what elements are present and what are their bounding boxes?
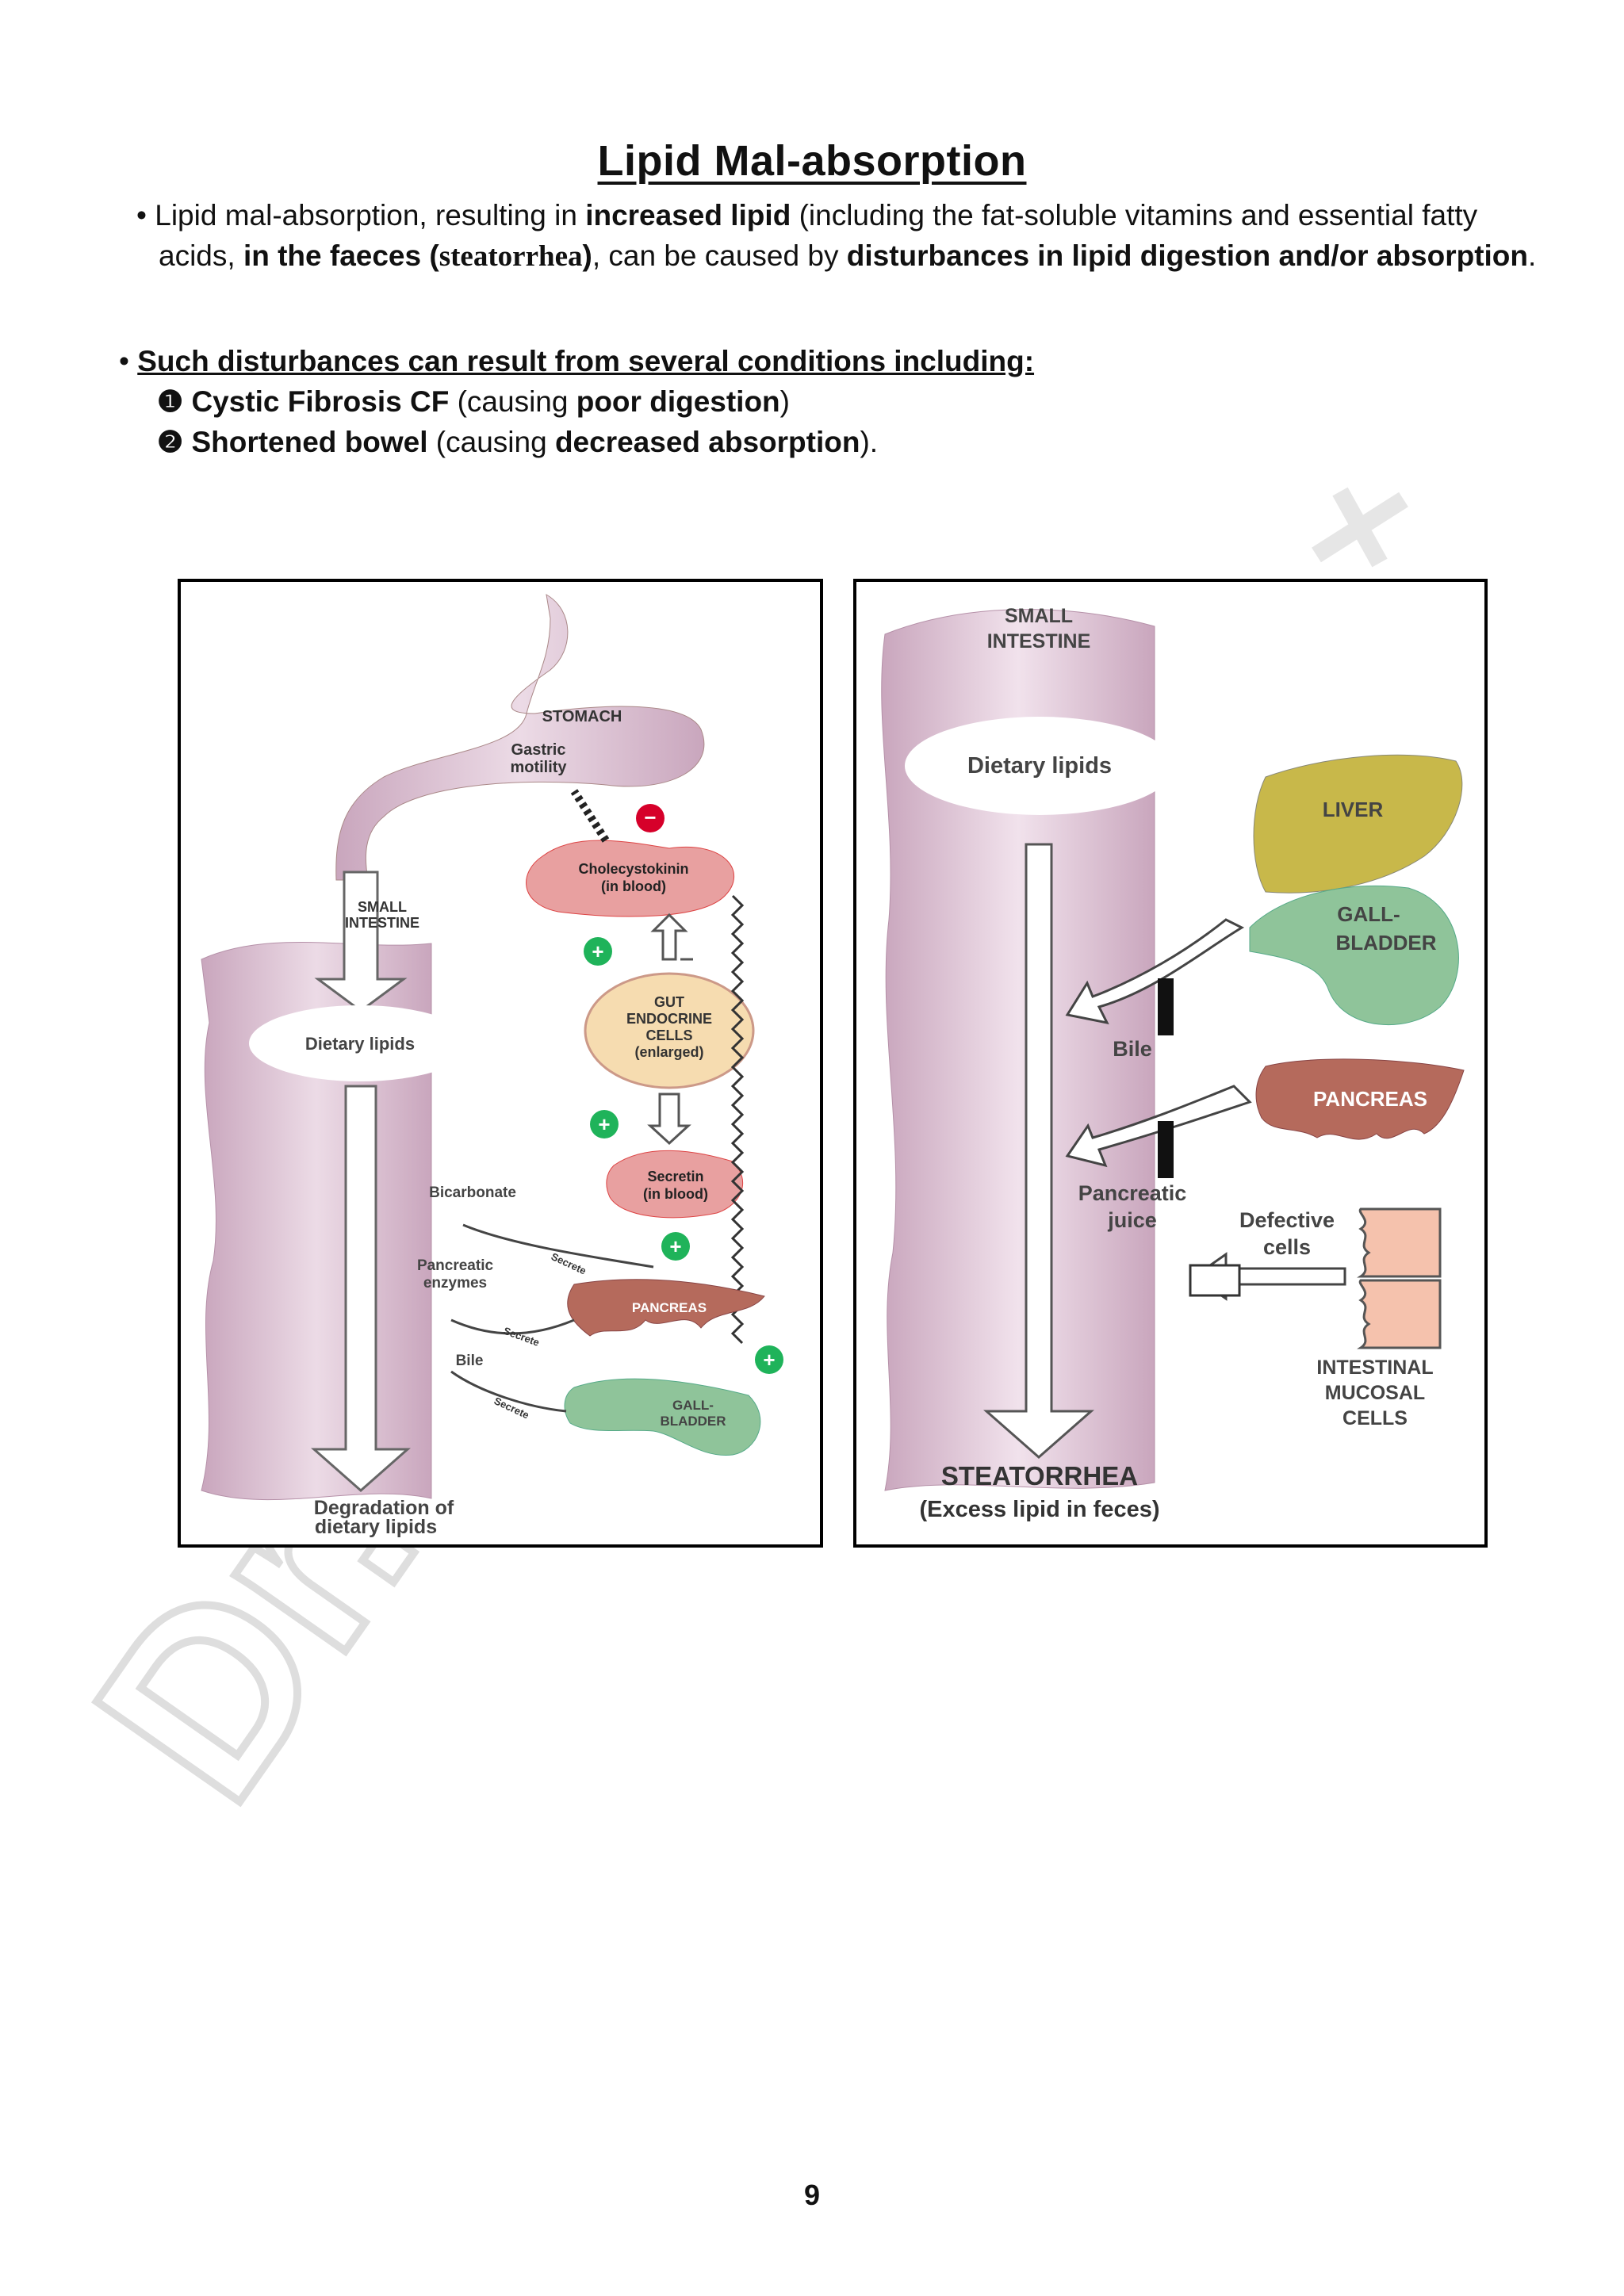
plus-circle: [755, 1345, 783, 1374]
pancreas-shape: [1255, 1058, 1465, 1140]
page-number: 9: [803, 2179, 821, 2211]
svg-text:INTESTINAL: INTESTINAL: [1316, 1357, 1433, 1379]
conditions-section: • Such disturbances can result from seve…: [119, 341, 1515, 462]
svg-text:INTESTINE: INTESTINE: [345, 915, 419, 931]
svg-text:Secrete: Secrete: [502, 1325, 541, 1349]
dietary-lipids-ellipse: [249, 1005, 471, 1081]
gut-endocrine-cells: [584, 972, 755, 1089]
svg-text:PANCREAS: PANCREAS: [1313, 1087, 1427, 1111]
list-item: ❷ Shortened bowel (causing decreased abs…: [157, 426, 879, 458]
svg-text:BLADDER: BLADDER: [660, 1414, 726, 1429]
cck-blob: [526, 840, 734, 917]
list-item: ❶ Cystic Fibrosis CF (causing poor diges…: [157, 385, 790, 418]
stomach-shape: [335, 594, 705, 881]
svg-text:CELLS: CELLS: [1342, 1407, 1408, 1429]
mucosal-cell: [1357, 1207, 1442, 1278]
svg-text:Cholecystokinin: Cholecystokinin: [578, 861, 688, 877]
svg-text:dietary lipids: dietary lipids: [315, 1516, 437, 1538]
stomach-label: STOMACH: [542, 708, 622, 725]
plus-circle: [590, 1110, 619, 1138]
block-bar: [1158, 1121, 1174, 1178]
svg-text:(in blood): (in blood): [601, 878, 666, 894]
defective-box: [1189, 1264, 1241, 1297]
digestion-diagram: STOMACH Gastric motility SMALL INTESTINE…: [178, 579, 823, 1548]
svg-text:(enlarged): (enlarged): [634, 1044, 703, 1060]
svg-text:ENDOCRINE: ENDOCRINE: [626, 1011, 712, 1027]
svg-text:Degradation of: Degradation of: [314, 1497, 454, 1519]
intro-paragraph: • Lipid mal-absorption, resulting in inc…: [136, 199, 1537, 273]
svg-text:Pancreatic: Pancreatic: [1078, 1181, 1187, 1205]
watermark-cross: [1312, 487, 1408, 568]
svg-text:(Excess lipid in feces): (Excess lipid in feces): [919, 1497, 1159, 1522]
svg-text:cells: cells: [1263, 1235, 1311, 1259]
secrete-arrow: [450, 1370, 567, 1413]
page-title: Lipid Mal-absorption: [597, 137, 1027, 185]
mucosal-cell: [1357, 1279, 1442, 1349]
svg-text:Bile: Bile: [1113, 1037, 1152, 1061]
svg-text:+: +: [598, 1112, 610, 1136]
svg-text:Bile: Bile: [456, 1353, 484, 1369]
small-intestine-shape: [881, 609, 1155, 1491]
svg-text:Secretin: Secretin: [647, 1169, 703, 1184]
dietary-lipids-label: Dietary lipids: [967, 753, 1112, 779]
bile-arrow: [1065, 918, 1245, 1025]
steatorrhea-arrow: [983, 843, 1094, 1459]
pancreas-shape: [567, 1279, 765, 1337]
svg-text:+: +: [669, 1234, 681, 1258]
malabsorption-diagram: SMALL INTESTINE Dietary lipids LIVER GAL…: [853, 579, 1488, 1548]
wavy-line: [730, 894, 745, 1345]
svg-text:MUCOSAL: MUCOSAL: [1325, 1382, 1425, 1404]
svg-text:PANCREAS: PANCREAS: [632, 1300, 707, 1315]
svg-text:Gastric: Gastric: [511, 741, 566, 759]
svg-text:juice: juice: [1107, 1208, 1157, 1232]
svg-text:GUT: GUT: [654, 994, 684, 1010]
svg-text:BLADDER: BLADDER: [1335, 931, 1436, 955]
liver-shape: [1253, 754, 1463, 894]
svg-text:CELLS: CELLS: [645, 1027, 692, 1043]
svg-text:Bicarbonate: Bicarbonate: [429, 1184, 516, 1201]
block-bar: [1158, 978, 1174, 1035]
secretin-blob: [606, 1150, 744, 1219]
svg-text:GALL-: GALL-: [1337, 902, 1400, 926]
svg-text:(in blood): (in blood): [643, 1186, 708, 1202]
up-arrow: [650, 913, 693, 961]
secrete-arrow: [450, 1318, 575, 1335]
svg-text:−: −: [644, 806, 656, 829]
svg-text:SMALL: SMALL: [1005, 605, 1073, 627]
minus-circle: [636, 804, 665, 832]
down-arrow: [314, 871, 408, 1012]
dietary-lipids-label: Dietary lipids: [305, 1034, 415, 1054]
degradation-arrow: [311, 1085, 411, 1492]
plus-circle: [661, 1232, 690, 1261]
plus-circle: [584, 937, 612, 966]
svg-text:INTESTINE: INTESTINE: [987, 630, 1091, 652]
gallbladder-shape: [564, 1378, 761, 1456]
svg-text:enzymes: enzymes: [423, 1275, 487, 1292]
dietary-lipids-ellipse: [905, 717, 1174, 815]
bullet: •: [136, 199, 147, 232]
svg-text:motility: motility: [510, 759, 567, 776]
svg-text:STEATORRHEA: STEATORRHEA: [941, 1461, 1138, 1490]
gallbladder-shape: [1249, 886, 1459, 1026]
svg-text:LIVER: LIVER: [1323, 798, 1384, 821]
inhibit-line: [570, 789, 610, 843]
svg-text:Pancreatic: Pancreatic: [417, 1257, 494, 1274]
conditions-heading: • Such disturbances can result from seve…: [119, 345, 1035, 377]
svg-text:+: +: [763, 1348, 775, 1372]
secrete-arrow: [462, 1223, 654, 1269]
svg-text:Defective: Defective: [1239, 1208, 1335, 1232]
svg-text:SMALL: SMALL: [358, 899, 407, 915]
svg-text:+: +: [592, 939, 603, 963]
svg-text:GALL-: GALL-: [672, 1398, 714, 1413]
down-arrow-small: [647, 1093, 691, 1146]
